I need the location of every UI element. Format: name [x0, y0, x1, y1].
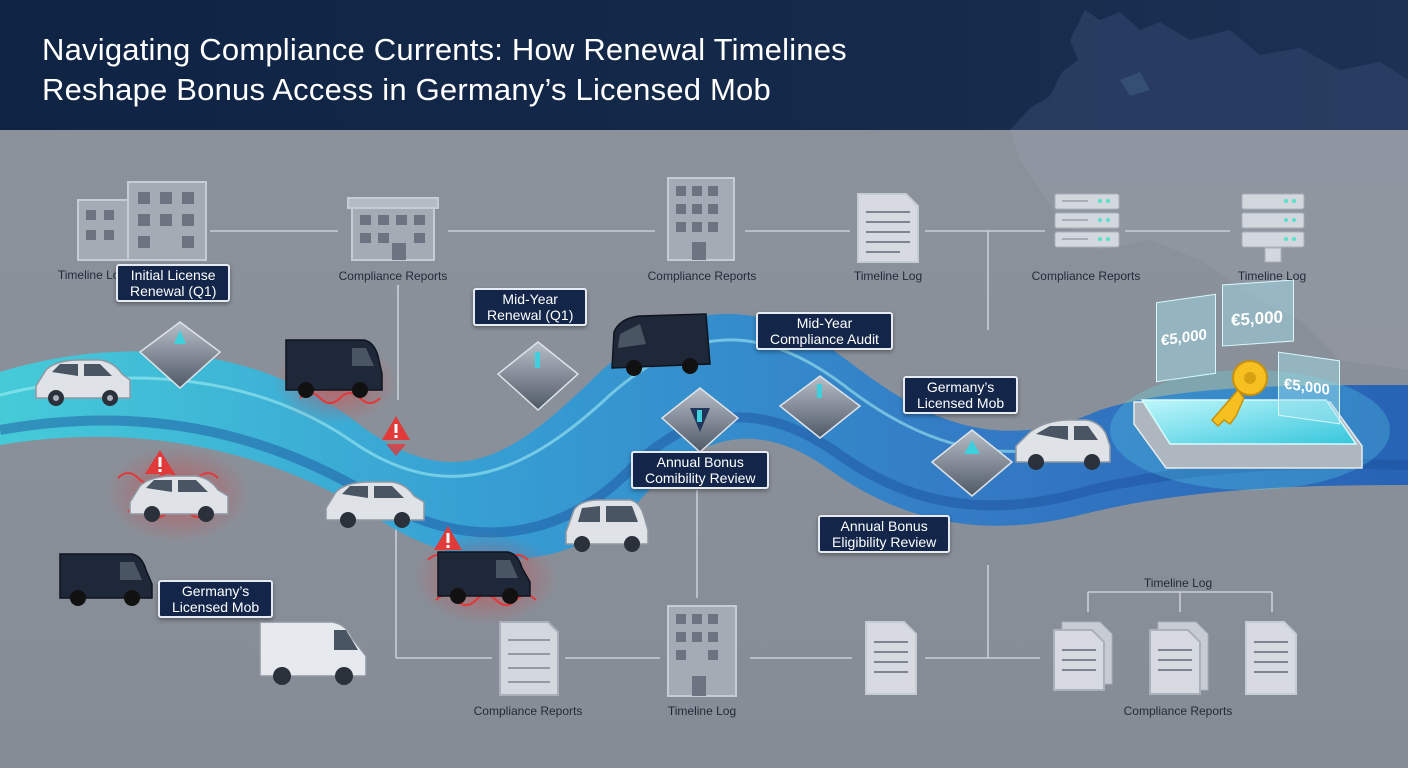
car-icon-3	[325, 481, 425, 528]
van-icon-2	[611, 313, 711, 376]
callout-midyear-compliance-audit: Mid-Year Compliance Audit	[756, 312, 893, 350]
callout-germany-licensed-mob-right-line-2: Licensed Mob	[917, 395, 1005, 411]
car-icon-1	[35, 359, 131, 406]
warning-icon-2	[145, 450, 175, 474]
callout-annual-bonus-eligibility-review-line-1: Annual Bonus	[840, 518, 928, 534]
label-timeline-log-top-2: Timeline Log	[853, 269, 923, 283]
callout-initial-license-renewal: Initial License Renewal (Q1)	[116, 264, 231, 302]
building-icon-bottom	[667, 605, 737, 697]
callout-germany-licensed-mob-left-line-2: Licensed Mob	[172, 599, 260, 615]
callout-annual-bonus-comibility-review-line-1: Annual Bonus	[656, 454, 744, 470]
checkpoint-diamond-icon-3	[660, 387, 740, 454]
car-icon-4	[565, 499, 649, 552]
label-timeline-log-top-3: Timeline Log	[1237, 269, 1307, 283]
callout-annual-bonus-comibility-review-line-2: Comibility Review	[645, 470, 756, 486]
bonus-card-right-amount: €5,000	[1284, 375, 1330, 399]
page-title: Navigating Compliance Currents: How Rene…	[42, 30, 1042, 110]
bonus-card-top: €5,000	[1222, 279, 1294, 347]
label-compliance-reports-top-2: Compliance Reports	[647, 269, 757, 283]
document-stack-icon-2	[1149, 621, 1209, 695]
title-banner: Navigating Compliance Currents: How Rene…	[0, 0, 1408, 130]
label-timeline-log-bottom-2: Timeline Log	[1143, 576, 1213, 590]
building-icon-top-2	[347, 197, 439, 261]
callout-germany-licensed-mob-left: Germany’s Licensed Mob	[158, 580, 274, 618]
callout-germany-licensed-mob-right-line-1: Germany’s	[926, 379, 995, 395]
callout-midyear-compliance-audit-line-2: Compliance Audit	[770, 331, 879, 347]
label-compliance-reports-bottom-2: Compliance Reports	[1123, 704, 1233, 718]
van-icon-3	[59, 553, 153, 606]
checkpoint-diamond-icon-1	[138, 321, 222, 390]
checkpoint-diamond-icon-2	[496, 341, 580, 412]
callout-annual-bonus-comibility-review: Annual Bonus Comibility Review	[631, 451, 770, 489]
building-icon-top-3	[667, 177, 735, 261]
server-icon-top-2	[1241, 193, 1305, 263]
document-icon-bottom-2	[1245, 621, 1297, 695]
label-compliance-reports-top-3: Compliance Reports	[1031, 269, 1141, 283]
callout-midyear-renewal-line-1: Mid-Year	[502, 291, 558, 307]
document-icon-bottom-1	[865, 621, 917, 695]
callout-germany-licensed-mob-right: Germany’s Licensed Mob	[903, 376, 1019, 414]
title-line-2: Reshape Bonus Access in Germany’s Licens…	[42, 72, 771, 107]
bonus-card-top-amount: €5,000	[1231, 307, 1283, 330]
warning-icon-3	[434, 526, 462, 550]
car-icon-5	[1015, 419, 1111, 470]
germany-map-silhouette	[1010, 130, 1408, 370]
bonus-card-left: €5,000	[1156, 293, 1216, 383]
checkpoint-diamond-icon-4	[778, 375, 862, 439]
car-icon-2	[129, 475, 229, 522]
callout-midyear-compliance-audit-line-1: Mid-Year	[796, 315, 853, 331]
van-icon-1	[285, 339, 383, 398]
server-icon-top-1	[1054, 193, 1120, 248]
bonus-card-right: €5,000	[1278, 351, 1340, 425]
label-compliance-reports-top-1: Compliance Reports	[338, 269, 448, 283]
germany-map-silhouette-top	[1010, 10, 1408, 130]
bonus-platform	[1110, 370, 1390, 490]
callout-annual-bonus-eligibility-review-line-2: Eligibility Review	[832, 534, 937, 550]
bonus-card-left-amount: €5,000	[1161, 326, 1207, 350]
label-timeline-log-bottom-1: Timeline Log	[667, 704, 737, 718]
callout-annual-bonus-eligibility-review: Annual Bonus Eligibility Review	[818, 515, 951, 553]
callout-midyear-renewal: Mid-Year Renewal (Q1)	[473, 288, 588, 326]
callout-midyear-renewal-line-2: Renewal (Q1)	[487, 307, 574, 323]
callout-initial-license-renewal-line-2: Renewal (Q1)	[130, 283, 217, 299]
label-timeline-log-top-1: Timeline Log	[57, 268, 127, 282]
key-icon	[1210, 360, 1268, 428]
van-icon-5	[259, 621, 367, 685]
checkpoint-diamond-icon-5	[930, 429, 1014, 497]
warning-icon-1	[382, 416, 410, 456]
building-icon-top-1	[77, 181, 207, 261]
van-icon-4	[437, 551, 531, 604]
callout-initial-license-renewal-line-1: Initial License	[130, 267, 216, 283]
title-line-1: Navigating Compliance Currents: How Rene…	[42, 32, 847, 67]
callout-germany-licensed-mob-left-line-1: Germany’s	[181, 583, 250, 599]
label-compliance-reports-bottom-1: Compliance Reports	[473, 704, 583, 718]
document-stack-icon-1	[1053, 621, 1113, 691]
server-icon-bottom	[499, 621, 559, 696]
document-icon-top	[857, 193, 919, 263]
